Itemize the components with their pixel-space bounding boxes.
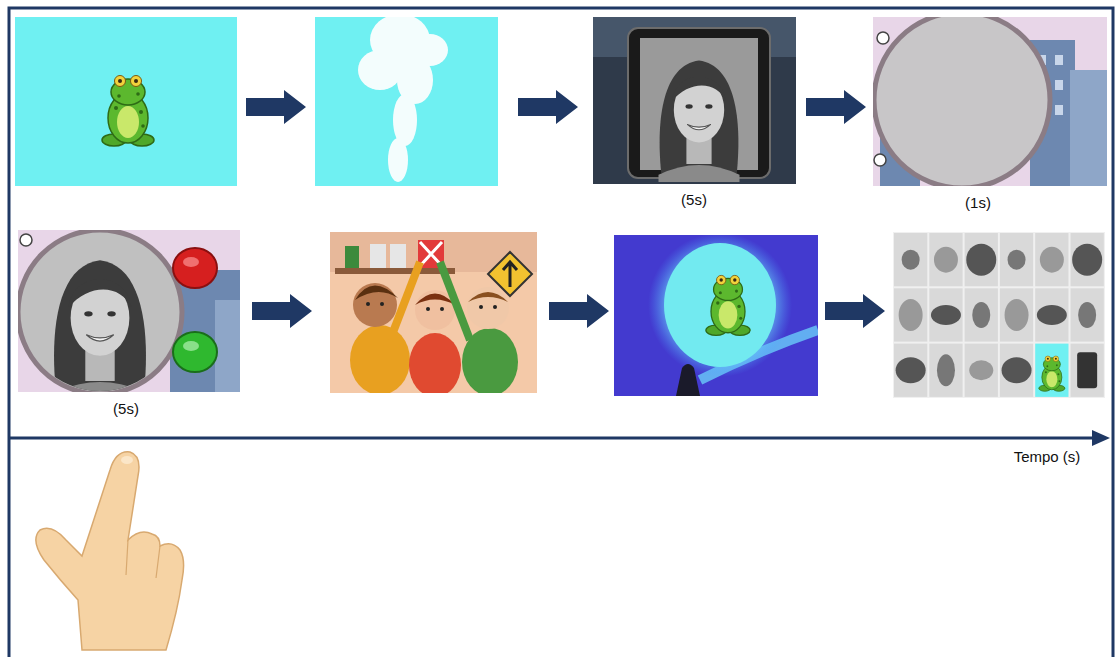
grid-cell	[894, 233, 927, 286]
grid-cell	[929, 288, 962, 341]
object-icon	[1040, 247, 1064, 273]
duration-label: (5s)	[113, 400, 139, 418]
axis-label: Tempo (s)	[1014, 448, 1081, 466]
cloud-panel	[315, 17, 498, 186]
grid-cell	[929, 344, 962, 397]
duration-label: (1s)	[965, 194, 991, 212]
hand-icon	[36, 452, 184, 650]
grid-cell	[894, 344, 927, 397]
object-icon	[902, 250, 920, 270]
object-icon	[934, 247, 958, 273]
frog-icon	[1039, 356, 1065, 391]
grid-cell	[1035, 288, 1068, 341]
object-icon	[966, 244, 996, 276]
grid-cell	[1000, 344, 1033, 397]
grid-cell	[1071, 344, 1104, 397]
frog-panel	[15, 17, 237, 186]
object-icon	[896, 357, 926, 383]
tablet-icon	[1077, 352, 1097, 388]
object-icon	[1072, 244, 1102, 276]
outer-frame	[9, 8, 1113, 657]
empty-circle-panel	[873, 17, 1107, 186]
face-choice-panel	[18, 230, 240, 392]
time-axis	[10, 430, 1110, 446]
grid-cell	[1071, 233, 1104, 286]
object-icon	[1037, 305, 1067, 325]
object-icon	[1002, 357, 1032, 383]
tablet-panel	[593, 17, 796, 184]
object-grid-panel	[893, 232, 1105, 398]
grid-cell	[1035, 233, 1068, 286]
object-icon	[937, 354, 955, 386]
object-icon	[1005, 299, 1029, 331]
grid-cell	[965, 233, 998, 286]
duration-label: (5s)	[681, 191, 707, 209]
object-icon	[931, 305, 961, 325]
object-icon	[969, 360, 993, 380]
grid-cell	[1035, 344, 1068, 397]
object-icon	[1008, 250, 1026, 270]
grid-cell	[894, 288, 927, 341]
frog-portal-panel	[614, 235, 818, 396]
object-icon	[1078, 302, 1096, 328]
cartoon-panel	[330, 232, 537, 393]
sequence-arrow	[246, 90, 885, 328]
grid-cell	[929, 233, 962, 286]
grid-cell	[1071, 288, 1104, 341]
object-icon	[899, 299, 923, 331]
object-icon	[972, 302, 990, 328]
grid-cell	[1000, 233, 1033, 286]
grid-cell	[965, 344, 998, 397]
grid-cell	[1000, 288, 1033, 341]
grid-cell	[965, 288, 998, 341]
